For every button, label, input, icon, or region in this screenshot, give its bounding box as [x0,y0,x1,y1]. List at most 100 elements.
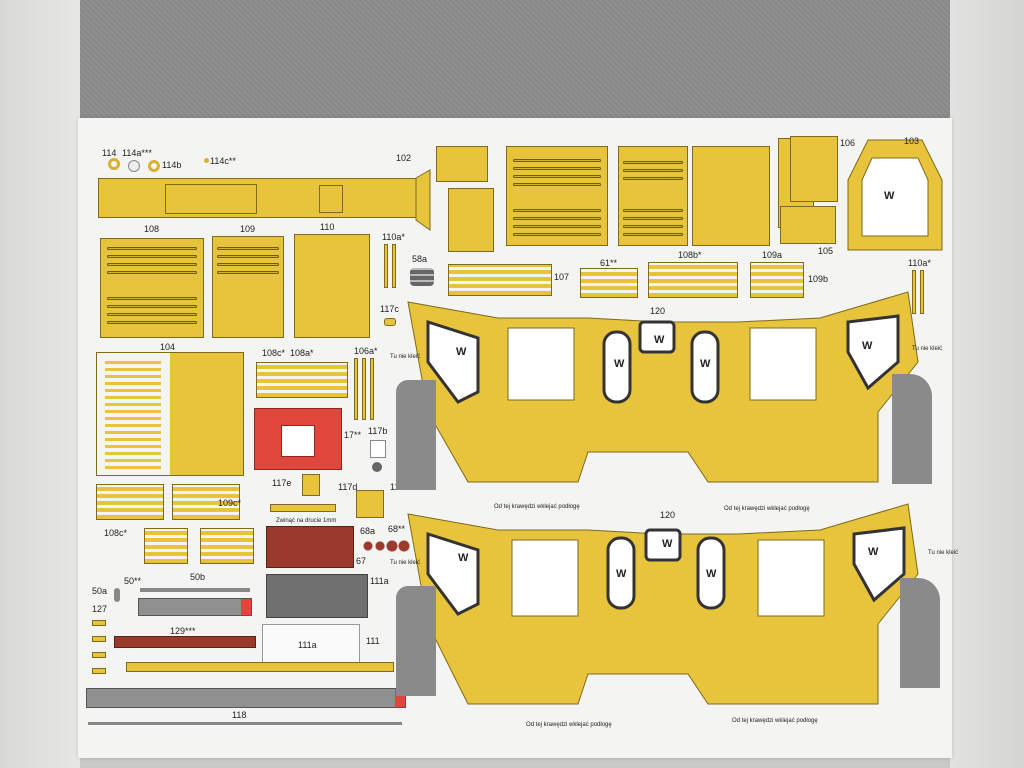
part-102 [98,178,418,218]
note-floor-4: Od tej krawędzi wklejać podłogę [732,718,818,724]
cutout-sheet: 114 114a*** 114b 114c** 102 106 105 103 … [78,118,958,758]
label-61: 61** [600,258,618,268]
label-104: 104 [160,342,176,352]
note-tu-nie-2: Tu nie kleić [912,346,943,352]
part-108 [100,238,204,338]
part-106 [790,136,838,202]
label-114c: 114c** [210,156,236,166]
part-louver-108c-2 [144,528,188,564]
label-110: 110 [320,222,335,232]
part-panel-c [692,146,770,246]
label-109c: 109c* [218,498,242,508]
note-tu-nie-4: Tu nie kleić [928,550,959,556]
label-114b: 114b [162,160,182,170]
note-tu-nie-3: Tu nie kleić [390,560,421,566]
label-50b: 50b [190,572,206,582]
part-120-upper [407,291,919,483]
label-117e: 117e [272,478,292,488]
right-page-flap [950,0,1024,768]
part-102-tip [415,169,431,231]
label-114a: 114a*** [122,148,152,158]
part-108b [648,262,738,298]
part-68-rings [386,540,410,552]
label-106a: 106a* [354,346,378,356]
part-111a-gray [266,574,368,618]
strip-110a-3 [920,270,924,314]
label-111: 111 [366,636,380,646]
part-brown-block [266,526,354,568]
label-129: 129*** [170,626,196,636]
label-117b: 117b [368,426,388,436]
note-tu-nie-1: Tu nie kleić [390,354,421,360]
part-129 [114,636,256,648]
part-50b-bar [140,588,250,592]
gray-flap-left-upper [396,380,436,490]
label-120-upper: 120 [650,306,666,316]
part-panel-a [436,146,488,182]
note-floor-1: Od tej krawędzi wklejać podłogę [494,504,580,510]
strip-106a-3 [370,358,374,420]
part-50b [138,598,252,616]
part-104 [96,352,244,476]
left-page-flap [0,0,80,768]
part-117 [356,490,384,518]
part-111a-2 [262,624,360,664]
w-mark-upper-1: W [456,346,467,358]
label-108: 108 [144,224,160,234]
label-114: 114 [102,148,117,158]
part-61 [580,268,638,298]
part-117c [384,318,396,326]
w-mark-lower-3: W [616,568,627,580]
label-117c: 117c [380,304,399,314]
label-110a-2: 110a* [908,258,931,268]
strip-106a-2 [362,358,366,420]
part-louver-109c [172,484,240,520]
part-68a-rings [362,540,386,552]
label-58a: 58a [412,254,428,264]
gray-flap-left-lower [396,586,436,696]
part-105 [780,206,836,244]
label-107: 107 [554,272,570,282]
part-120-lower [407,503,919,705]
label-120-lower: 120 [660,510,676,520]
label-111a-2: 111a [298,640,317,650]
label-102: 102 [396,153,412,163]
part-louver-block-1 [506,146,608,246]
label-17: 17** [344,430,362,440]
part-127-a [92,620,106,626]
part-red-panel [254,408,342,470]
w-mark-lower-1: W [458,552,469,564]
w-mark-upper-2: W [654,334,665,346]
label-110a: 110a* [382,232,405,242]
label-109a: 109a [762,250,783,260]
part-109 [212,236,284,338]
label-68: 68** [388,524,406,534]
label-127: 127 [92,604,108,614]
part-127-b [92,636,106,642]
w-mark-upper-5: W [862,340,873,352]
part-louver-108c [96,484,164,520]
part-109a [750,262,804,298]
label-108b: 108b* [678,250,702,260]
part-louver-extra [200,528,254,564]
label-67: 67 [356,556,367,566]
part-louver-block-2 [618,146,688,246]
label-109: 109 [240,224,256,234]
w-mark-lower-2: W [662,538,673,550]
note-floor-2: Od tej krawędzi wklejać podłogę [724,506,810,512]
label-106: 106 [840,138,856,148]
part-103 [847,139,943,251]
label-109b: 109b [808,274,829,284]
label-105: 105 [818,246,834,256]
part-117b [370,440,386,458]
part-118-bar [88,722,402,725]
w-mark-103: W [884,190,895,202]
strip-110a-b [392,244,396,288]
part-110 [294,234,370,338]
background-gray-sheet [70,0,954,122]
w-mark-lower-5: W [868,546,879,558]
w-mark-upper-4: W [700,358,711,370]
ring-114a [128,160,140,172]
strip-106a-1 [354,358,358,420]
part-50a [114,588,120,602]
